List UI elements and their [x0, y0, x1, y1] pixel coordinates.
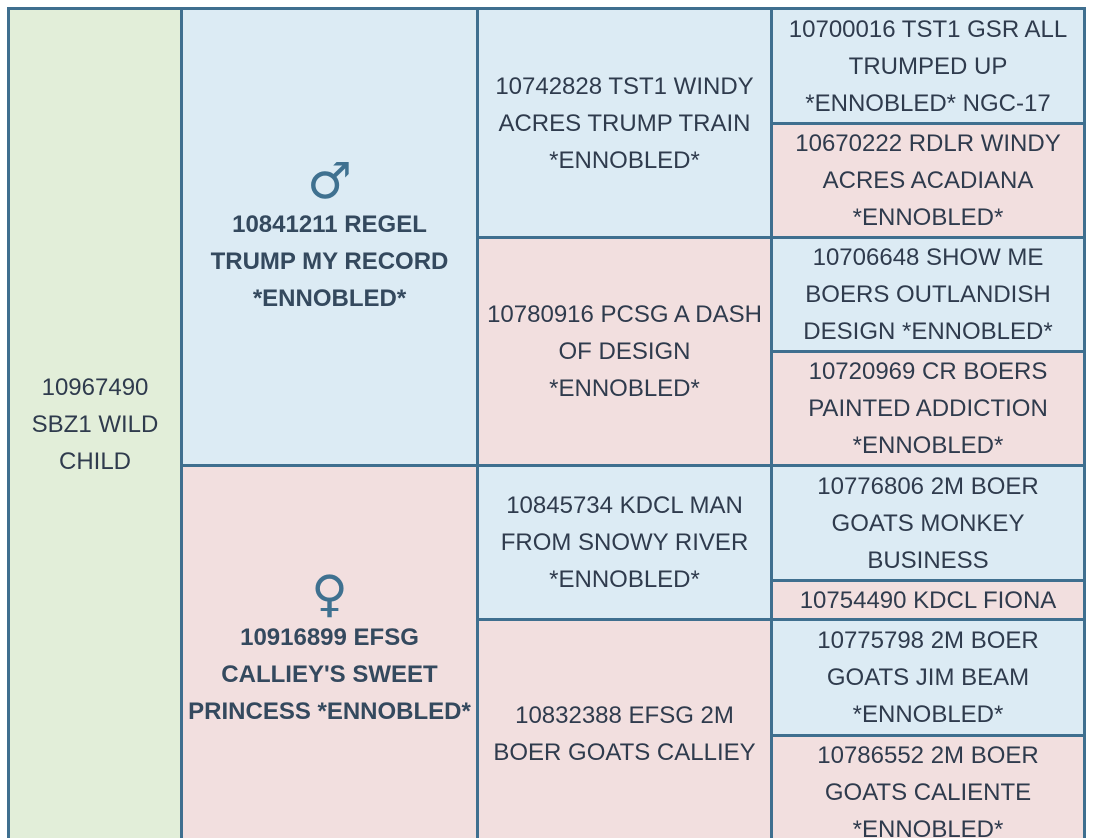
sire-cell[interactable]: ♂ 10841211 REGEL TRUMP MY RECORD *ENNOBL… — [183, 10, 476, 464]
dam-sire-sire-name: 10776806 2M BOER GOATS MONKEY BUSINESS — [817, 472, 1039, 574]
grid-line — [180, 7, 183, 838]
sire-sire-dam-cell[interactable]: 10670222 RDLR WINDY ACRES ACADIANA *ENNO… — [773, 125, 1083, 236]
sire-sire-cell[interactable]: 10742828 TST1 WINDY ACRES TRUMP TRAIN *E… — [479, 10, 770, 236]
female-symbol-icon: ♀ — [311, 565, 348, 623]
grid-line — [770, 734, 1086, 737]
dam-dam-dam-cell[interactable]: 10786552 2M BOER GOATS CALIENTE *ENNOBLE… — [773, 737, 1083, 838]
grid-line — [7, 7, 1086, 10]
dam-dam-sire-cell[interactable]: 10775798 2M BOER GOATS JIM BEAM *ENNOBLE… — [773, 621, 1083, 734]
sire-dam-dam-name: 10720969 CR BOERS PAINTED ADDICTION *ENN… — [808, 358, 1048, 459]
dam-dam-sire-name: 10775798 2M BOER GOATS JIM BEAM *ENNOBLE… — [817, 627, 1039, 728]
subject-cell[interactable]: 10967490 SBZ1 WILD CHILD — [10, 10, 180, 838]
sire-sire-sire-cell[interactable]: 10700016 TST1 GSR ALL TRUMPED UP *ENNOBL… — [773, 10, 1083, 122]
subject-name: 10967490 SBZ1 WILD CHILD — [31, 373, 159, 475]
dam-sire-cell[interactable]: 10845734 KDCL MAN FROM SNOWY RIVER *ENNO… — [479, 467, 770, 618]
sire-sire-name: 10742828 TST1 WINDY ACRES TRUMP TRAIN *E… — [495, 72, 754, 174]
sire-dam-sire-name: 10706648 SHOW ME BOERS OUTLANDISH DESIGN… — [803, 244, 1053, 345]
grid-line — [476, 236, 1086, 239]
grid-line — [770, 7, 773, 838]
dam-sire-dam-cell[interactable]: 10754490 KDCL FIONA — [773, 582, 1083, 618]
grid-line — [7, 7, 10, 838]
sire-dam-cell[interactable]: 10780916 PCSG A DASH OF DESIGN *ENNOBLED… — [479, 239, 770, 464]
sire-sire-sire-name: 10700016 TST1 GSR ALL TRUMPED UP *ENNOBL… — [788, 15, 1068, 117]
grid-line — [770, 122, 1086, 125]
sire-dam-dam-cell[interactable]: 10720969 CR BOERS PAINTED ADDICTION *ENN… — [773, 353, 1083, 464]
sire-sire-dam-name: 10670222 RDLR WINDY ACRES ACADIANA *ENNO… — [795, 130, 1061, 231]
dam-dam-dam-name: 10786552 2M BOER GOATS CALIENTE *ENNOBLE… — [817, 742, 1039, 838]
grid-line — [180, 464, 1086, 467]
dam-cell[interactable]: ♀ 10916899 EFSG CALLIEY'S SWEET PRINCESS… — [183, 467, 476, 838]
sire-dam-name: 10780916 PCSG A DASH OF DESIGN *ENNOBLED… — [487, 301, 762, 402]
dam-dam-name: 10832388 EFSG 2M BOER GOATS CALLIEY — [493, 702, 756, 766]
grid-line — [770, 579, 1086, 582]
male-symbol-icon: ♂ — [307, 151, 352, 210]
dam-dam-cell[interactable]: 10832388 EFSG 2M BOER GOATS CALLIEY — [479, 621, 770, 838]
grid-line — [476, 618, 1086, 621]
sire-dam-sire-cell[interactable]: 10706648 SHOW ME BOERS OUTLANDISH DESIGN… — [773, 239, 1083, 350]
dam-name: 10916899 EFSG CALLIEY'S SWEET PRINCESS *… — [188, 624, 471, 725]
dam-sire-dam-name: 10754490 KDCL FIONA — [799, 586, 1057, 614]
grid-line — [770, 350, 1086, 353]
sire-name: 10841211 REGEL TRUMP MY RECORD *ENNOBLED… — [210, 210, 449, 312]
grid-line — [1083, 7, 1086, 838]
dam-sire-name: 10845734 KDCL MAN FROM SNOWY RIVER *ENNO… — [500, 492, 749, 593]
dam-sire-sire-cell[interactable]: 10776806 2M BOER GOATS MONKEY BUSINESS — [773, 467, 1083, 579]
grid-line — [476, 7, 479, 838]
